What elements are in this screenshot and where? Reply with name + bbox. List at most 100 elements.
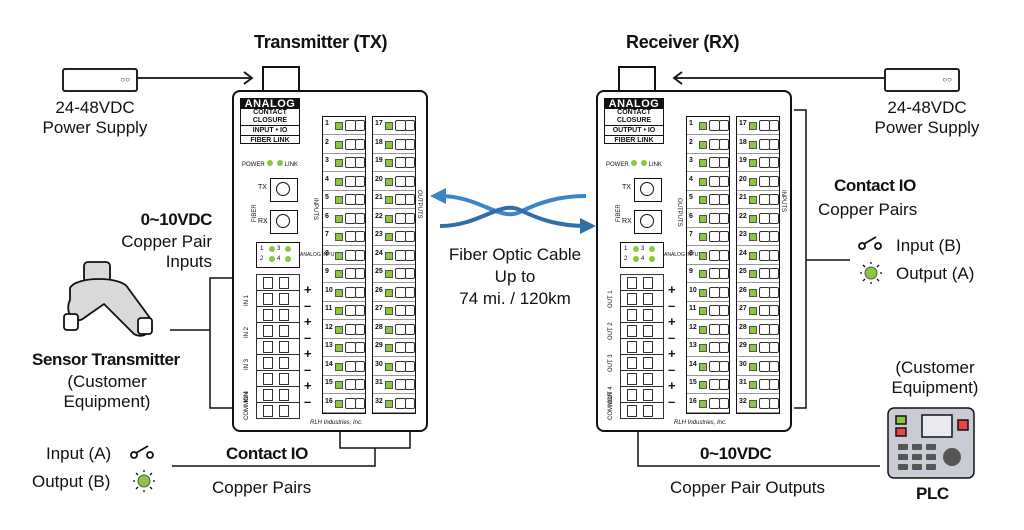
screw-icon [769,249,779,261]
status-led-icon [699,307,707,315]
status-led-icon [699,362,707,371]
status-led-icon [699,122,707,130]
rx-tx-port-label: TX [622,184,631,191]
screw-icon [405,120,415,131]
tx-terminal-11: 11 [323,302,365,320]
rx-analog-terminal [620,354,664,371]
terminal-number: 12 [689,323,697,331]
status-led-icon [699,214,707,223]
terminal-number: 3 [689,157,693,164]
screw-icon [719,120,729,131]
status-led-icon [385,122,393,130]
screw-icon [769,120,779,131]
tx-port-label: TX [258,184,267,191]
tx-terminal-23: 23 [373,228,415,246]
screw-icon [719,360,729,372]
terminal-number: 25 [375,268,383,275]
terminal-number: 4 [325,175,329,183]
screw-icon [719,157,729,168]
screw-icon [405,268,415,279]
terminal-number: 2 [325,138,329,146]
tx-terminal-5: 5 [323,191,365,209]
status-led-icon [385,251,393,260]
terminal-number: 25 [739,268,747,275]
status-led-icon [749,251,757,260]
tx-terminal-14: 14 [323,358,365,376]
screw-icon [769,212,779,224]
rx-terminal-23: 23 [737,228,779,246]
screw-icon [355,194,365,205]
screw-icon [769,268,779,279]
status-led-icon [699,251,707,260]
tx-terminal-30: 30 [373,358,415,376]
status-led-icon [749,381,757,389]
screw-icon [769,286,779,298]
screw-icon [405,397,415,409]
status-led-icon [749,307,757,315]
status-led-icon [385,344,393,352]
tx-terminal-1: 1 [323,117,365,135]
tx-terminal-29: 29 [373,339,415,357]
status-led-icon [749,362,757,371]
status-led-icon [335,177,343,186]
tx-terminal-26: 26 [373,284,415,302]
terminal-number: 24 [739,249,747,257]
tx-ch2: IN 2 [244,326,250,338]
terminal-number: 7 [689,231,693,238]
screw-icon [405,231,415,242]
screw-icon [769,175,779,187]
status-led-icon [385,177,393,186]
tx-terminal-13: 13 [323,339,365,357]
screw-icon [769,342,779,353]
output-b-label: Output (B) [32,472,111,491]
terminal-number: 15 [689,379,697,386]
terminal-number: 4 [689,175,693,183]
tx-outputs-label: OUTPUTS [416,190,422,219]
rx-terminal-8: 8 [687,247,729,265]
tx-ch1: IN 1 [244,294,250,306]
rx-brand-logo: ANALOG CONTACT CLOSURE OUTPUT • IO FIBER… [604,98,664,144]
screw-icon [769,360,779,372]
tx-power-connector [262,66,300,90]
rx-terminal-31: 31 [737,376,779,394]
contact-io-title-right: Contact IO [834,176,916,195]
tx-terminal-9: 9 [323,265,365,283]
status-led-icon [385,362,393,371]
terminal-number: 12 [325,323,333,331]
status-led-icon [699,177,707,186]
screw-icon [355,231,365,242]
terminal-number: 1 [325,120,329,127]
terminal-number: 32 [375,397,383,405]
screw-icon [769,138,779,150]
status-led-icon [335,325,343,334]
rx-module: ANALOG CONTACT CLOSURE OUTPUT • IO FIBER… [596,90,792,432]
terminal-number: 6 [325,212,329,220]
screw-icon [355,397,365,409]
rx-power-connector [618,66,656,90]
terminal-number: 21 [375,194,383,201]
tx-inputs-label: INPUTS [312,198,318,221]
tx-analog-terminal [256,386,300,403]
rx-ch3: OUT 3 [608,354,614,372]
screw-icon [405,286,415,298]
tx-analog-terminal [256,274,300,291]
status-led-icon [699,140,707,149]
tx-analog-inputs: 1 3 2 4 [256,242,300,268]
screw-icon [355,138,365,150]
screw-icon [355,342,365,353]
terminal-number: 3 [325,157,329,164]
tx-fiber-port-rx [270,210,298,234]
rx-terminal-10: 10 [687,284,729,302]
status-led-icon [699,196,707,204]
rx-terminal-28: 28 [737,321,779,339]
status-led-icon [749,399,757,408]
terminal-number: 16 [689,397,697,405]
rx-terminal-3: 3 [687,154,729,172]
screw-icon [719,249,729,261]
